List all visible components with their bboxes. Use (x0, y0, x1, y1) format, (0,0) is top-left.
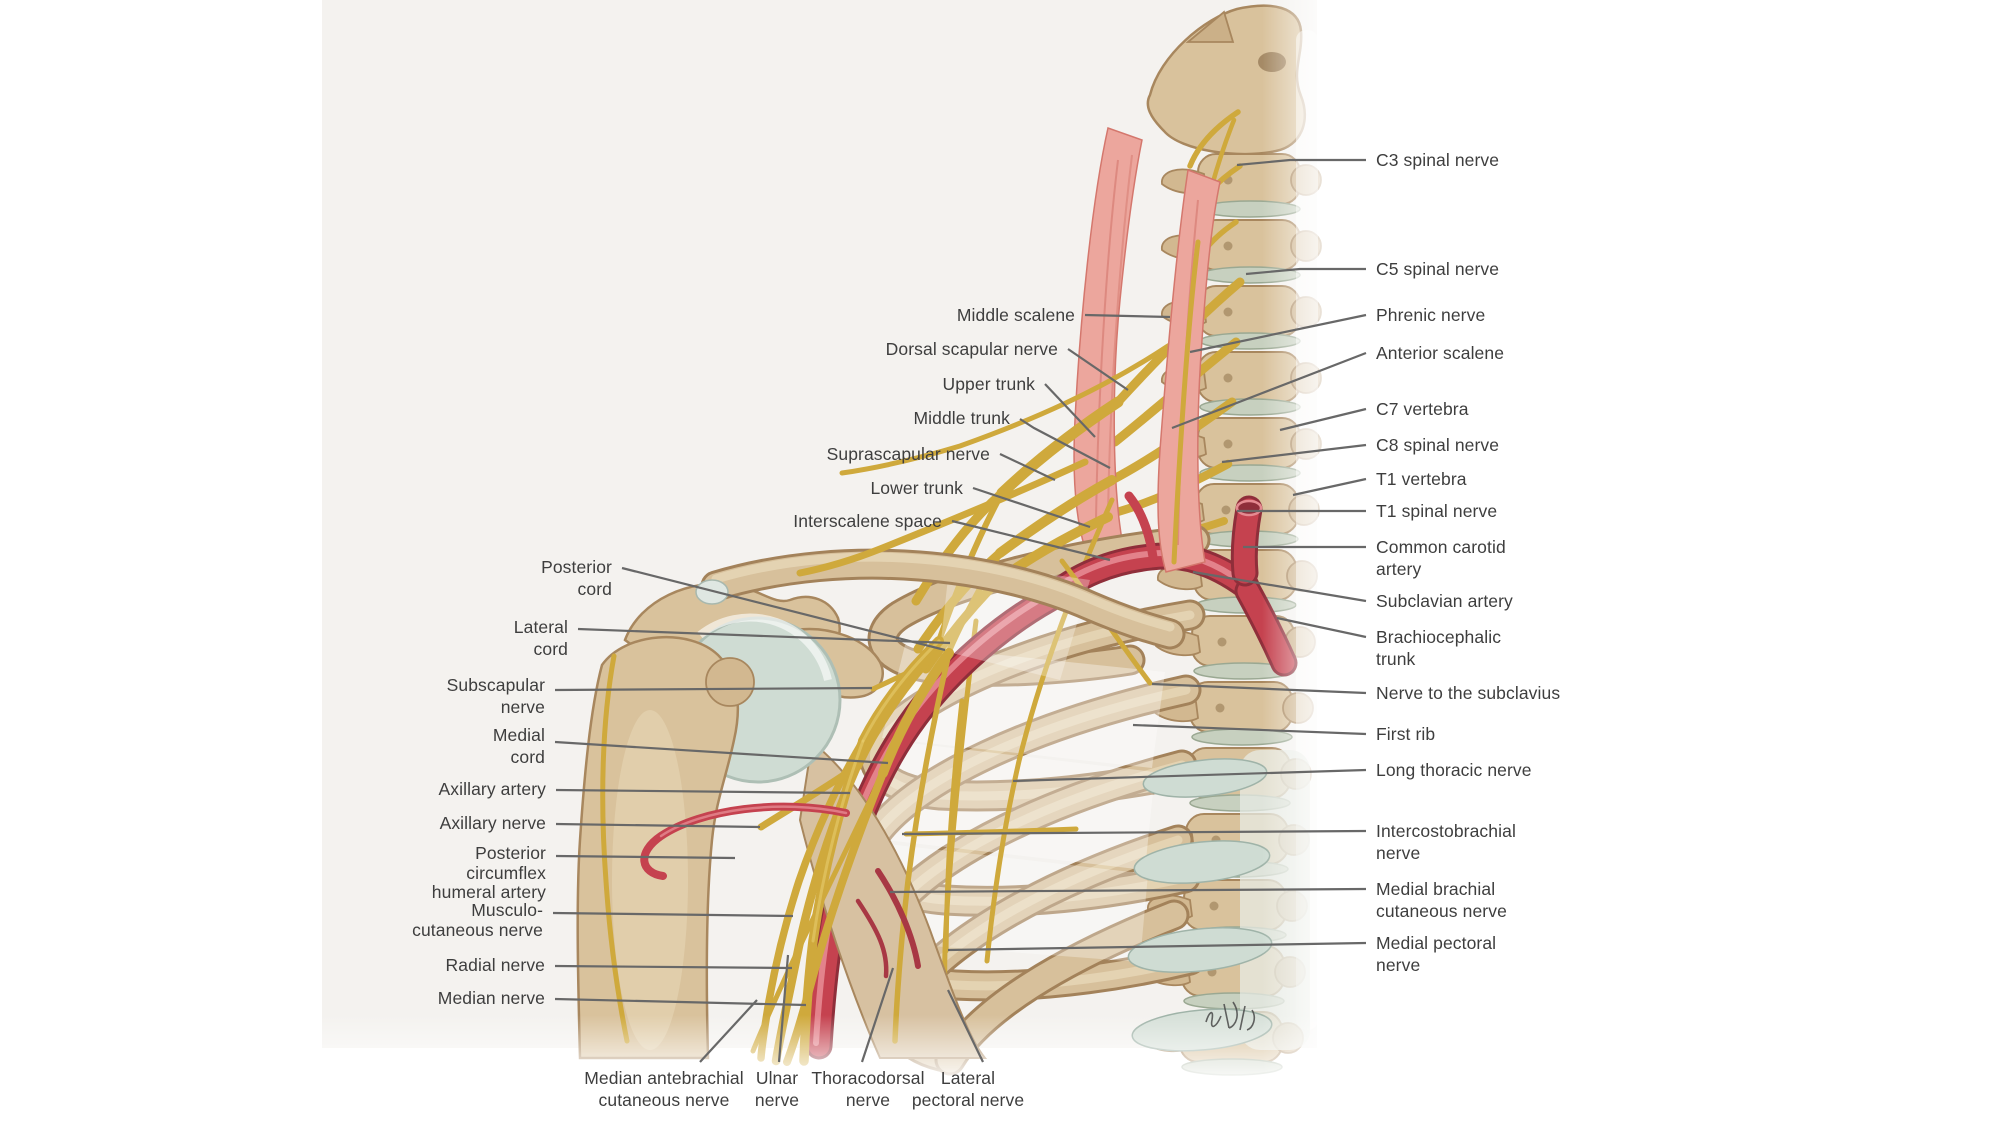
label-c3-spinal-nerve: C3 spinal nerve (1376, 150, 1500, 170)
leader-line (555, 854, 736, 860)
leader-line (699, 999, 758, 1063)
label-thoracodorsal-nerve: Thoracodorsal nerve (811, 1068, 925, 1110)
label-radial-nerve: Radial nerve (445, 955, 545, 975)
scapula-and-humerus (576, 613, 988, 1060)
leader-line (1279, 407, 1367, 432)
leader-line (1019, 418, 1111, 469)
label-t1-spinal-nerve: T1 spinal nerve (1376, 501, 1498, 521)
leader-line (1044, 383, 1096, 438)
artist-signature (1205, 1001, 1255, 1031)
leader-line (554, 740, 889, 765)
leader-line (554, 997, 807, 1007)
label-middle-scalene: Middle scalene (956, 305, 1075, 325)
label-axillary-nerve: Axillary nerve (439, 813, 546, 833)
leader-line (947, 941, 1367, 952)
label-medial-cord: Medial cord (492, 725, 545, 767)
leader-line (1067, 348, 1129, 391)
label-long-thoracic-nerve: Long thoracic nerve (1376, 760, 1532, 780)
leader-line (901, 829, 1367, 836)
label-nerve-to-the-subclavius: Nerve to the subclavius (1376, 683, 1561, 703)
middle-scalene-muscle (1073, 127, 1143, 549)
label-posterior-cord: Posterior cord (541, 557, 612, 599)
leader-line (947, 989, 984, 1063)
leader-line (1236, 158, 1366, 167)
leader-line (621, 566, 946, 652)
label-medial-pectoral-nerve: Medial pectoral nerve (1376, 933, 1497, 975)
label-subclavian-artery: Subclavian artery (1376, 591, 1513, 611)
leader-line (951, 519, 1111, 562)
label-ulnar-nerve: Ulnar nerve (754, 1068, 800, 1110)
leader-line (972, 486, 1091, 529)
subclavian-axillary-artery (816, 491, 1246, 1046)
label-intercostobrachial-nerve: Intercostobrachial nerve (1376, 821, 1516, 863)
leader-line (555, 822, 761, 829)
leader-line (1221, 443, 1367, 464)
leader-line (1245, 267, 1366, 276)
label-lateral-pectoral-nerve: Lateral pectoral nerve (911, 1068, 1025, 1110)
leader-line (1171, 351, 1367, 430)
leader-line (1292, 477, 1367, 497)
leader-line (1276, 616, 1367, 639)
label-lower-trunk: Lower trunk (870, 478, 963, 498)
label-median-nerve: Median nerve (437, 988, 545, 1008)
label-medial-brachial-cutaneous-nerve: Medial brachial cutaneous nerve (1376, 879, 1507, 921)
leader-line (889, 887, 1367, 894)
posterior-circumflex-humeral-artery (640, 802, 921, 979)
leader-line (555, 788, 851, 795)
label-middle-trunk: Middle trunk (913, 408, 1010, 428)
clavicle-bone (695, 557, 1170, 634)
label-subscapular-nerve: Subscapular nerve (446, 675, 545, 717)
leader-line (1012, 768, 1367, 783)
leader-line (777, 954, 790, 1063)
label-suprascapular-nerve: Suprascapular nerve (826, 444, 990, 464)
leader-line (1084, 313, 1171, 319)
right-fade (1262, 0, 1340, 1125)
label-common-carotid-artery: Common carotid artery (1376, 537, 1506, 579)
bottom-fade (300, 1015, 1340, 1110)
label-brachiocephalic-trunk: Brachiocephalic trunk (1376, 627, 1502, 669)
label-c7-vertebra: C7 vertebra (1376, 399, 1469, 419)
label-lateral-cord: Lateral cord (513, 617, 568, 659)
leader-line (999, 453, 1056, 481)
label-t1-vertebra: T1 vertebra (1376, 469, 1467, 489)
label-axillary-artery: Axillary artery (438, 779, 546, 799)
leader-line (1192, 570, 1367, 603)
label-c8-spinal-nerve: C8 spinal nerve (1376, 435, 1500, 455)
leader-line (1151, 682, 1367, 695)
label-phrenic-nerve: Phrenic nerve (1376, 305, 1486, 325)
leader-line (1132, 723, 1367, 736)
label-posterior-circumflex-humeral-artery: Posterior circumflex humeral artery (431, 843, 546, 902)
leader-line (1189, 313, 1367, 354)
phrenic-nerve (1171, 239, 1201, 565)
leader-line (860, 967, 895, 1063)
label-upper-trunk: Upper trunk (942, 374, 1035, 394)
leader-line (554, 964, 793, 970)
leader-line (577, 627, 951, 645)
label-first-rib: First rib (1376, 724, 1436, 744)
label-dorsal-scapular-nerve: Dorsal scapular nerve (885, 339, 1058, 359)
label-median-antebrachial-cutaneous-nerve: Median antebrachial cutaneous nerve (584, 1068, 744, 1110)
leader-line (552, 911, 794, 918)
greater-tubercle (705, 657, 755, 707)
label-anterior-scalene: Anterior scalene (1376, 343, 1505, 363)
label-interscalene-space: Interscalene space (793, 511, 942, 531)
leader-line (554, 686, 873, 692)
label-musculocutaneous-nerve: Musculo- cutaneous nerve (412, 900, 543, 940)
leader-lines (552, 158, 1367, 1063)
label-c5-spinal-nerve: C5 spinal nerve (1376, 259, 1500, 279)
